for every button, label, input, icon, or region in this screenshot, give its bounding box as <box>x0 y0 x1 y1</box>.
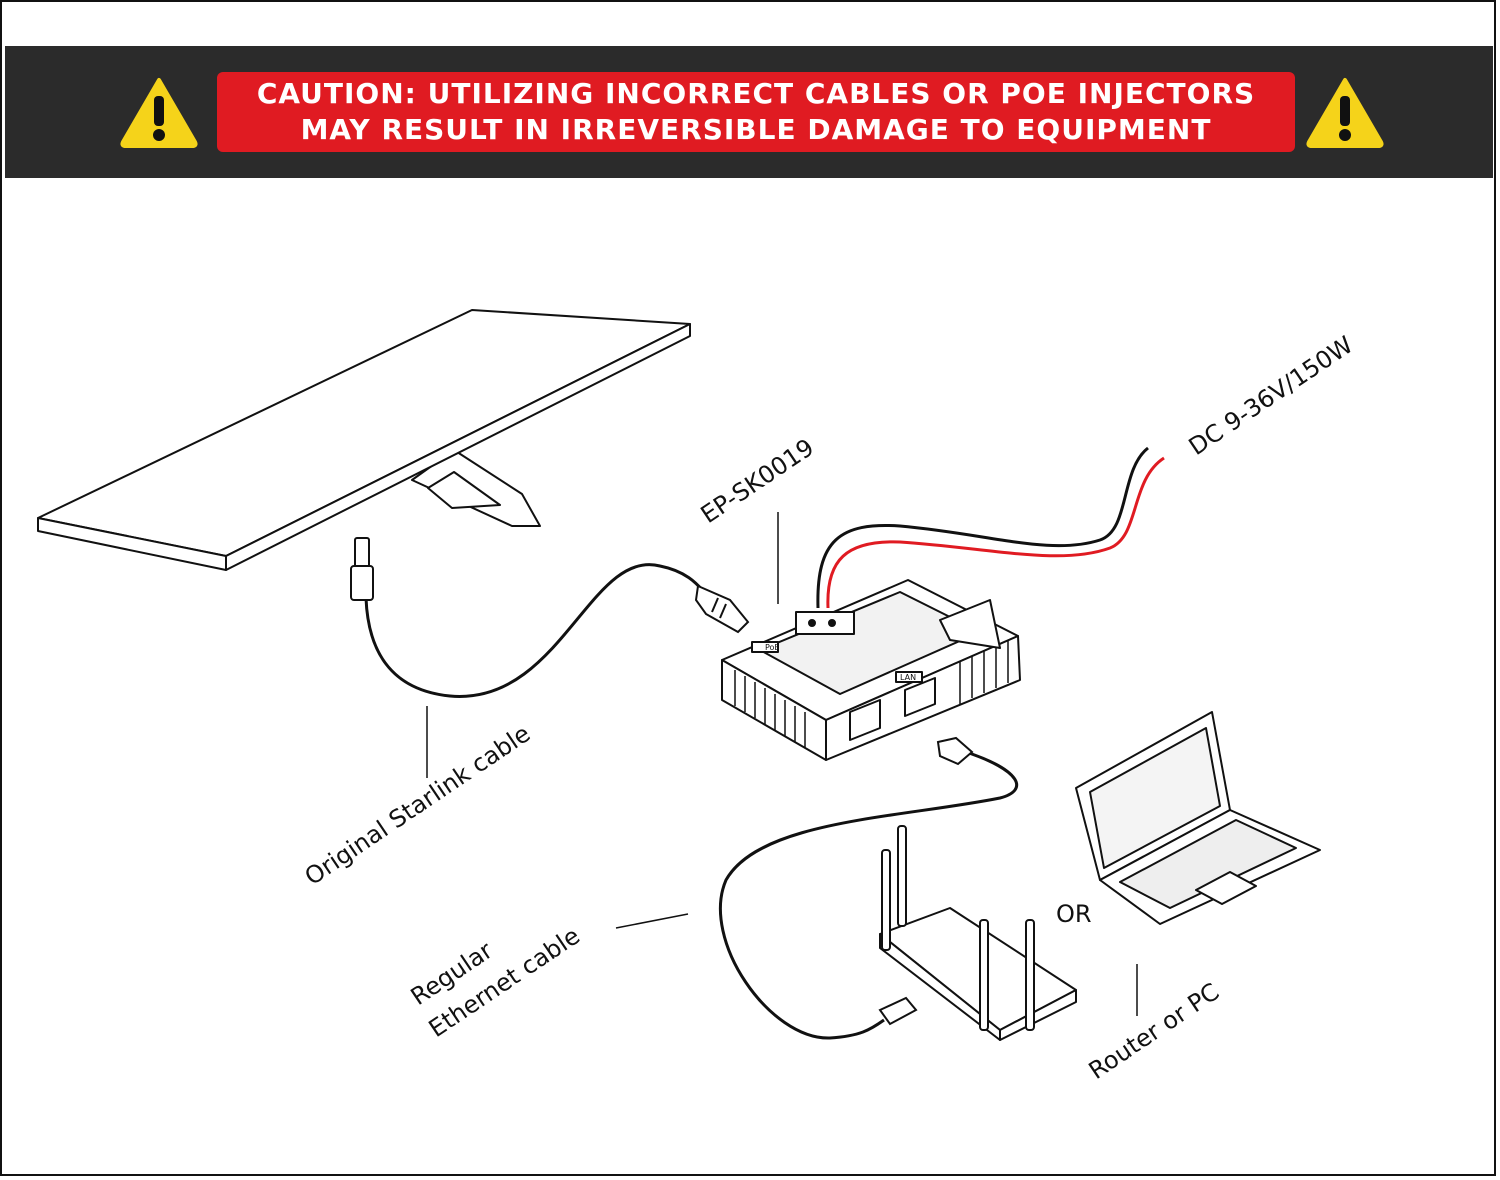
warning-icon <box>1306 78 1384 148</box>
warning-icon <box>120 78 198 148</box>
caution-line-2: MAY RESULT IN IRREVERSIBLE DAMAGE TO EQU… <box>300 113 1212 146</box>
power-spec-label: DC 9-36V/150W <box>1184 331 1358 461</box>
starlink-cable-label: Original Starlink cable <box>300 719 536 891</box>
ethernet-cable <box>719 736 1019 1040</box>
router-or-pc-label: Router or PC <box>1084 978 1224 1085</box>
device-model-label: EP-SK0019 <box>696 433 819 529</box>
router-icon <box>879 825 1077 1041</box>
caution-line-1: CAUTION: UTILIZING INCORRECT CABLES OR P… <box>256 77 1256 110</box>
or-label: OR <box>1056 900 1092 928</box>
laptop-icon <box>1075 711 1321 925</box>
starlink-dish-icon <box>37 309 691 571</box>
starlink-cable <box>350 537 750 698</box>
lan-port-label: LAN <box>900 673 916 682</box>
caution-banner: CAUTION: UTILIZING INCORRECT CABLES OR P… <box>5 46 1493 178</box>
poe-port-label: PoE <box>765 643 780 652</box>
poe-injector-device-icon <box>721 579 1021 761</box>
caution-message: CAUTION: UTILIZING INCORRECT CABLES OR P… <box>217 72 1295 152</box>
leader-lines <box>426 512 1138 1016</box>
power-wires <box>816 446 1165 609</box>
